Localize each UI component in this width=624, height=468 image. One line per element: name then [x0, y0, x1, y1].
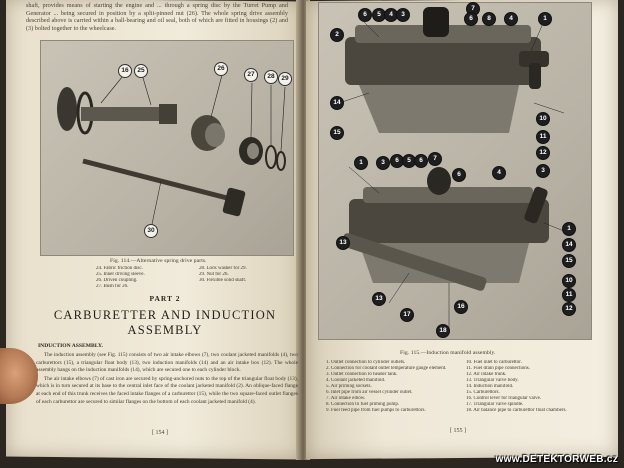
callout-2-upper: 2: [330, 28, 344, 42]
left-figure-caption: Fig. 114.—Alternative spring drive parts…: [110, 258, 207, 264]
induction-manifold-illustration: [338, 7, 570, 329]
legend-item: 4. Coolant jacketed manifold.: [326, 378, 386, 383]
callout-14-upper: 14: [330, 96, 344, 110]
right-figure-legend: 1. Outlet connection to cylinder outlets…: [326, 360, 596, 420]
callout-15-upper: 15: [330, 126, 344, 140]
body-paragraph: The air intake elbows (7) of cast iron a…: [36, 375, 298, 405]
legend-item: 28. Lock washer for 29.: [199, 266, 247, 271]
callout-11-upper: 11: [536, 130, 550, 144]
legend-item: 14. Induction manifold.: [466, 384, 514, 389]
callout-17: 17: [400, 308, 414, 322]
callout-13-lower: 13: [336, 236, 350, 250]
callout-29: 29: [278, 72, 292, 86]
callout-8: 8: [482, 12, 496, 26]
legend-item: 9. Fuel feed pipe from fuel pumps to car…: [326, 408, 426, 413]
legend-item: 17. Triangular valve spindle.: [466, 402, 524, 407]
callout-11-lower: 11: [562, 288, 576, 302]
callout-27: 27: [244, 68, 258, 82]
left-page-number: [ 154 ]: [152, 430, 168, 436]
watermark: www.DETEKTORWEB.cz: [495, 454, 618, 465]
legend-item: 12. Air intake trunk.: [466, 372, 507, 377]
callout-3-lower: 3: [376, 156, 390, 170]
legend-item: 30. Flexible solid shaft.: [199, 278, 247, 283]
section-subhead: INDUCTION ASSEMBLY.: [38, 343, 103, 349]
body-text: The induction assembly (see Fig. 115) co…: [36, 352, 298, 407]
callout-1: 1: [538, 12, 552, 26]
part-heading: PART 2: [149, 294, 181, 303]
legend-item: 10. Fuel inlet to carburettor.: [466, 360, 522, 365]
legend-item: 2. Connection for coolant outlet tempera…: [326, 366, 447, 371]
callout-12-lower: 12: [562, 302, 576, 316]
legend-item: 18. Air balance pipe to carburettor floa…: [466, 408, 567, 413]
left-page-top-text: shaft, provides means of starting the en…: [26, 2, 288, 32]
legend-item: 11. Fuel drain pipe connections.: [466, 366, 530, 371]
callout-3: 3: [396, 8, 410, 22]
callout-3b-lower: 3: [536, 164, 550, 178]
callout-4b: 4: [504, 12, 518, 26]
callout-1-lower: 1: [354, 156, 368, 170]
callout-10-upper: 10: [536, 112, 550, 126]
callout-1b-lower: 1: [562, 222, 576, 236]
legend-item: 7. Air intake elbow.: [326, 396, 366, 401]
legend-item: 24. Fabric friction disc.: [96, 266, 143, 271]
callout-14-lower: 14: [562, 238, 576, 252]
right-page-number: [ 155 ]: [450, 428, 466, 434]
callout-13b-lower: 13: [372, 292, 386, 306]
callout-28: 28: [264, 70, 278, 84]
section-title: CARBURETTER AND INDUCTION ASSEMBLY: [53, 308, 277, 337]
callout-6c-lower: 6: [414, 154, 428, 168]
legend-item: 1. Outlet connection to cylinder outlets…: [326, 360, 406, 365]
callout-12-upper: 12: [536, 146, 550, 160]
callout-16: 16: [118, 64, 132, 78]
callout-26: 26: [214, 62, 228, 76]
callout-10-lower: 10: [562, 274, 576, 288]
callout-4-lower: 4: [492, 166, 506, 180]
callout-15-lower: 15: [562, 254, 576, 268]
legend-item: 3. Outlet connection to header tank.: [326, 372, 398, 377]
callout-6b: 6: [464, 12, 478, 26]
legend-item: 25. Inner driving sleeve.: [96, 272, 145, 277]
right-figure-caption: Fig. 115.—Induction manifold assembly.: [400, 350, 496, 356]
callout-16-lower: 16: [454, 300, 468, 314]
legend-item: 6. Inlet pipe from air vessel cylinder o…: [326, 390, 413, 395]
body-paragraph: The induction assembly (see Fig. 115) co…: [36, 352, 298, 374]
legend-item: 27. Bush for 26.: [96, 284, 129, 289]
callout-7-lower: 7: [428, 152, 442, 166]
callout-18: 18: [436, 324, 450, 338]
legend-item: 29. Nut for 26.: [199, 272, 229, 277]
legend-item: 26. Driven coupling.: [96, 278, 138, 283]
legend-item: 16. Control lever for triangular valve.: [466, 396, 542, 401]
legend-item: 5. Air priming sockets.: [326, 384, 372, 389]
callout-30: 30: [144, 224, 158, 238]
left-figure-legend: 24. Fabric friction disc. 25. Inner driv…: [96, 266, 292, 292]
legend-item: 15. Carburettors.: [466, 390, 500, 395]
legend-item: 8. Connection to fuel priming pump.: [326, 402, 400, 407]
spring-drive-parts-illustration: [57, 70, 286, 230]
callout-6d-lower: 6: [452, 168, 466, 182]
callout-25: 25: [134, 64, 148, 78]
spring-drive-parts-photo: [40, 40, 294, 256]
callout-6: 6: [358, 8, 372, 22]
legend-item: 13. Triangular valve body.: [466, 378, 519, 383]
